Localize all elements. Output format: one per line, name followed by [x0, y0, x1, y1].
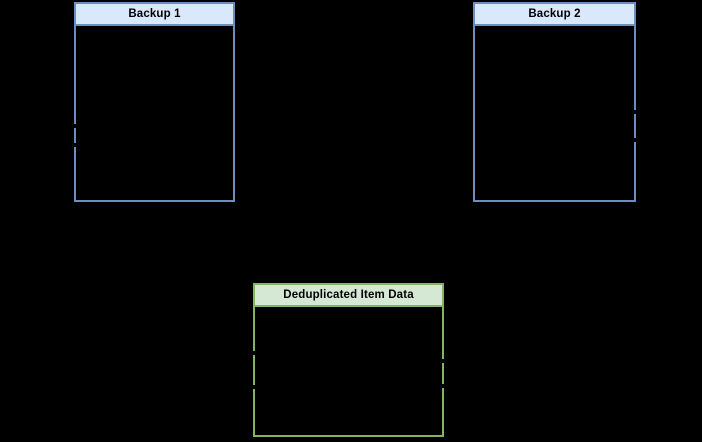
connector-anchor-deduplicated-item-data-0[interactable] — [253, 351, 256, 355]
node-body-backup-1 — [76, 26, 233, 200]
connector-anchor-deduplicated-item-data-1[interactable] — [253, 385, 256, 389]
node-body-deduplicated-item-data — [255, 307, 442, 435]
node-backup-2[interactable]: Backup 2 — [473, 2, 636, 202]
connector-anchor-backup-1-1[interactable] — [74, 143, 77, 147]
connector-anchor-deduplicated-item-data-2[interactable] — [441, 359, 444, 363]
node-title-deduplicated-item-data: Deduplicated Item Data — [255, 285, 442, 307]
node-title-backup-2: Backup 2 — [475, 4, 634, 26]
node-body-backup-2 — [475, 26, 634, 200]
connector-anchor-backup-1-0[interactable] — [74, 124, 77, 128]
node-title-backup-1: Backup 1 — [76, 4, 233, 26]
node-deduplicated-item-data[interactable]: Deduplicated Item Data — [253, 283, 444, 437]
connector-anchor-deduplicated-item-data-3[interactable] — [441, 384, 444, 388]
node-backup-1[interactable]: Backup 1 — [74, 2, 235, 202]
connector-anchor-backup-2-1[interactable] — [633, 138, 636, 142]
connector-anchor-backup-2-0[interactable] — [633, 110, 636, 114]
